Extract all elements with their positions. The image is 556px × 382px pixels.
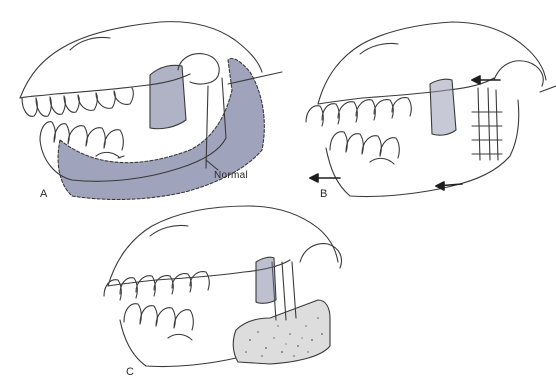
panel-b-letter: B [320,188,327,200]
panel-b-ear-bar [540,86,556,92]
panel-c-graft-block [233,300,330,364]
panel-a-lower-teeth [40,122,123,150]
panel-b-mental-detail [370,158,394,164]
panel-b-maxilla [318,78,494,104]
panel-a-orbit-line [70,38,110,51]
panel-b-cut-line-1 [478,88,480,160]
panel-c-letter: C [126,366,134,378]
panel-c-drawing [104,206,342,367]
panel-a-skull-outline [20,22,262,98]
panel-c-mandible [120,320,236,367]
panel-b-cut-line-3 [496,90,498,160]
panel-b-arrow-lower [436,182,462,190]
panel-b-cut-line-2 [488,88,490,160]
panel-b-lower-teeth [330,132,399,158]
panel-c-condyle [300,244,342,268]
panel-a-letter: A [40,188,47,200]
panel-c-cut-line-2 [282,262,286,320]
panel-a-condyle [178,54,219,84]
panel-a-mental-detail [96,152,124,158]
panel-b-ramus-shade [430,79,456,135]
panel-b-arrow-upper [472,76,500,84]
panel-c-lower-teeth [124,304,193,330]
panel-a-ramus-shade [150,65,186,128]
panel-c-orbit-line [150,225,188,236]
panel-a-normal-label: Normal [214,170,248,181]
panel-c-upper-teeth [104,272,209,300]
panel-c-mental-detail [168,334,192,340]
panel-b-orbit-line [360,43,398,54]
panel-b-condyle [494,61,543,86]
panel-b-drawing [306,22,556,197]
panel-b-upper-teeth [306,98,411,126]
panel-b-arrow-left [310,174,340,182]
panel-c-ramus-shade [256,257,276,303]
